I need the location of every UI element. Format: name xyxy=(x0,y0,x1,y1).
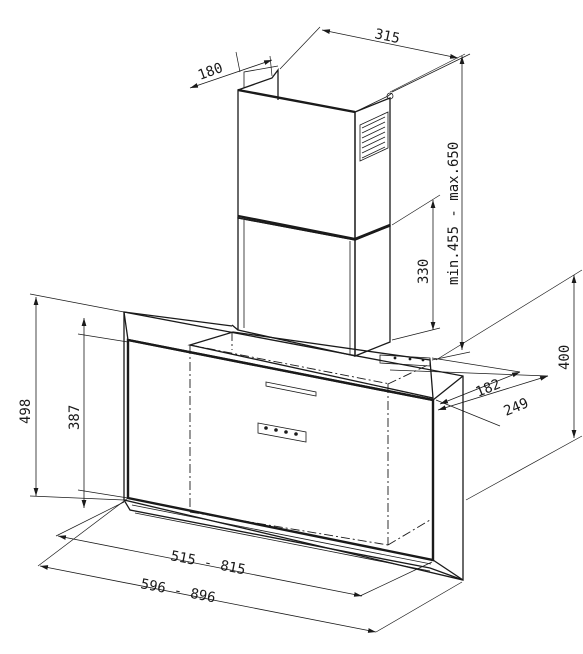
label-182: 182 xyxy=(474,376,503,400)
lower-chimney-side xyxy=(354,225,391,357)
chimney xyxy=(237,65,394,357)
label-498: 498 xyxy=(18,399,34,424)
label-330: 330 xyxy=(416,259,432,284)
dim-hood-height: 498 xyxy=(18,293,125,501)
dim-hood-depth: 400 xyxy=(435,269,583,501)
dim-glass-height: 387 xyxy=(67,318,129,508)
label-387: 387 xyxy=(67,405,83,430)
control-buttons-icon xyxy=(257,422,307,443)
hood-side-panel xyxy=(123,311,464,581)
label-249: 249 xyxy=(502,395,531,419)
dim-depth-182: 182 xyxy=(431,357,521,405)
dim-lower-chimney-height: 330 xyxy=(391,194,441,341)
label-596-896: 596 - 896 xyxy=(139,576,217,606)
dim-chimney-width: 315 xyxy=(279,26,466,93)
filter-handle xyxy=(265,381,317,397)
upper-chimney-front xyxy=(237,89,356,241)
hood-body xyxy=(123,311,464,581)
label-180: 180 xyxy=(196,60,225,84)
hood-top-plate xyxy=(187,331,434,399)
label-chimney-range: min.455 - max.650 xyxy=(446,142,462,285)
dim-chimney-height-range: min.455 - max.650 xyxy=(391,53,471,361)
vent-grille-icon xyxy=(359,111,389,162)
dim-depth-249: 249 xyxy=(389,369,549,427)
label-315: 315 xyxy=(373,26,401,47)
label-515-815: 515 - 815 xyxy=(169,548,247,578)
label-400: 400 xyxy=(557,345,573,370)
